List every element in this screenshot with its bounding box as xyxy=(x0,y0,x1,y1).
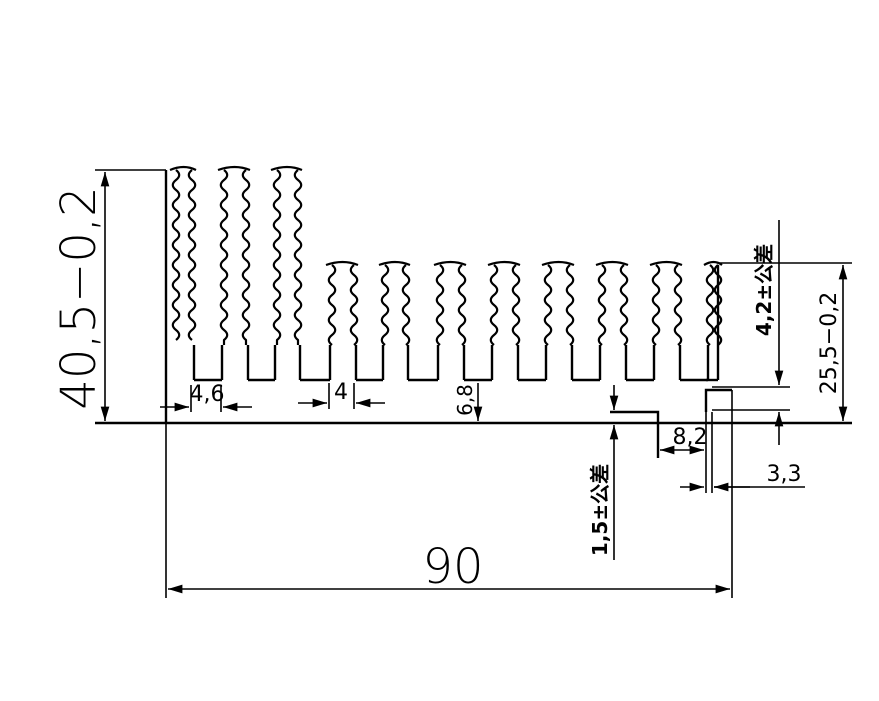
fin-top-4 xyxy=(378,260,411,267)
fin-top-10 xyxy=(703,260,723,266)
label-fin-gap-left: 4,6 xyxy=(190,382,225,407)
fin-top-1 xyxy=(217,165,251,172)
fin-left-8 xyxy=(597,264,607,346)
fin-top-9 xyxy=(649,260,683,267)
label-step-width: 8,2 xyxy=(673,425,708,450)
heatsink-profile xyxy=(169,165,723,382)
fin-top-8 xyxy=(595,260,629,267)
fin-top-3 xyxy=(325,260,359,267)
step-profile-2 xyxy=(704,388,732,412)
fin-top-6 xyxy=(487,260,521,267)
label-step-offset: 3,3 xyxy=(767,462,802,487)
fin-left-10 xyxy=(705,264,715,346)
fin-left-6 xyxy=(489,264,499,346)
fin-right-6 xyxy=(511,264,521,346)
fin-left-1 xyxy=(219,169,229,345)
step-profile xyxy=(610,410,660,458)
fin-left-9 xyxy=(651,264,661,346)
label-height-total: 40,5−0,2 xyxy=(51,186,107,409)
fin-top-7 xyxy=(541,260,575,267)
fin-top-2 xyxy=(270,165,303,172)
fin-top-0 xyxy=(169,165,197,172)
label-note-right: 4,2±公差 xyxy=(752,244,776,336)
fin-left-7 xyxy=(543,264,553,346)
fin-right-8 xyxy=(619,264,629,346)
fin-right-2 xyxy=(293,169,303,345)
fin-left-4 xyxy=(380,264,390,346)
fin-right-1 xyxy=(241,169,251,345)
fin-left-3 xyxy=(327,264,337,346)
fin-left-0 xyxy=(171,169,181,341)
fin-left-2 xyxy=(272,169,282,345)
label-width-total: 90 xyxy=(422,539,483,595)
fin-top-5 xyxy=(433,260,467,267)
fin-right-3 xyxy=(349,264,359,346)
label-height-right: 25,5−0,2 xyxy=(817,292,842,394)
label-fin-gap: 4 xyxy=(334,380,348,405)
fin-right-9 xyxy=(673,264,683,346)
fin-right-7 xyxy=(565,264,575,346)
fin-right-0 xyxy=(187,169,197,341)
label-base-thickness: 6,8 xyxy=(453,384,477,416)
label-note-bottom: 1,5±公差 xyxy=(588,464,612,556)
fin-right-4 xyxy=(401,264,411,346)
fin-left-5 xyxy=(435,264,445,346)
fin-right-5 xyxy=(457,264,467,346)
